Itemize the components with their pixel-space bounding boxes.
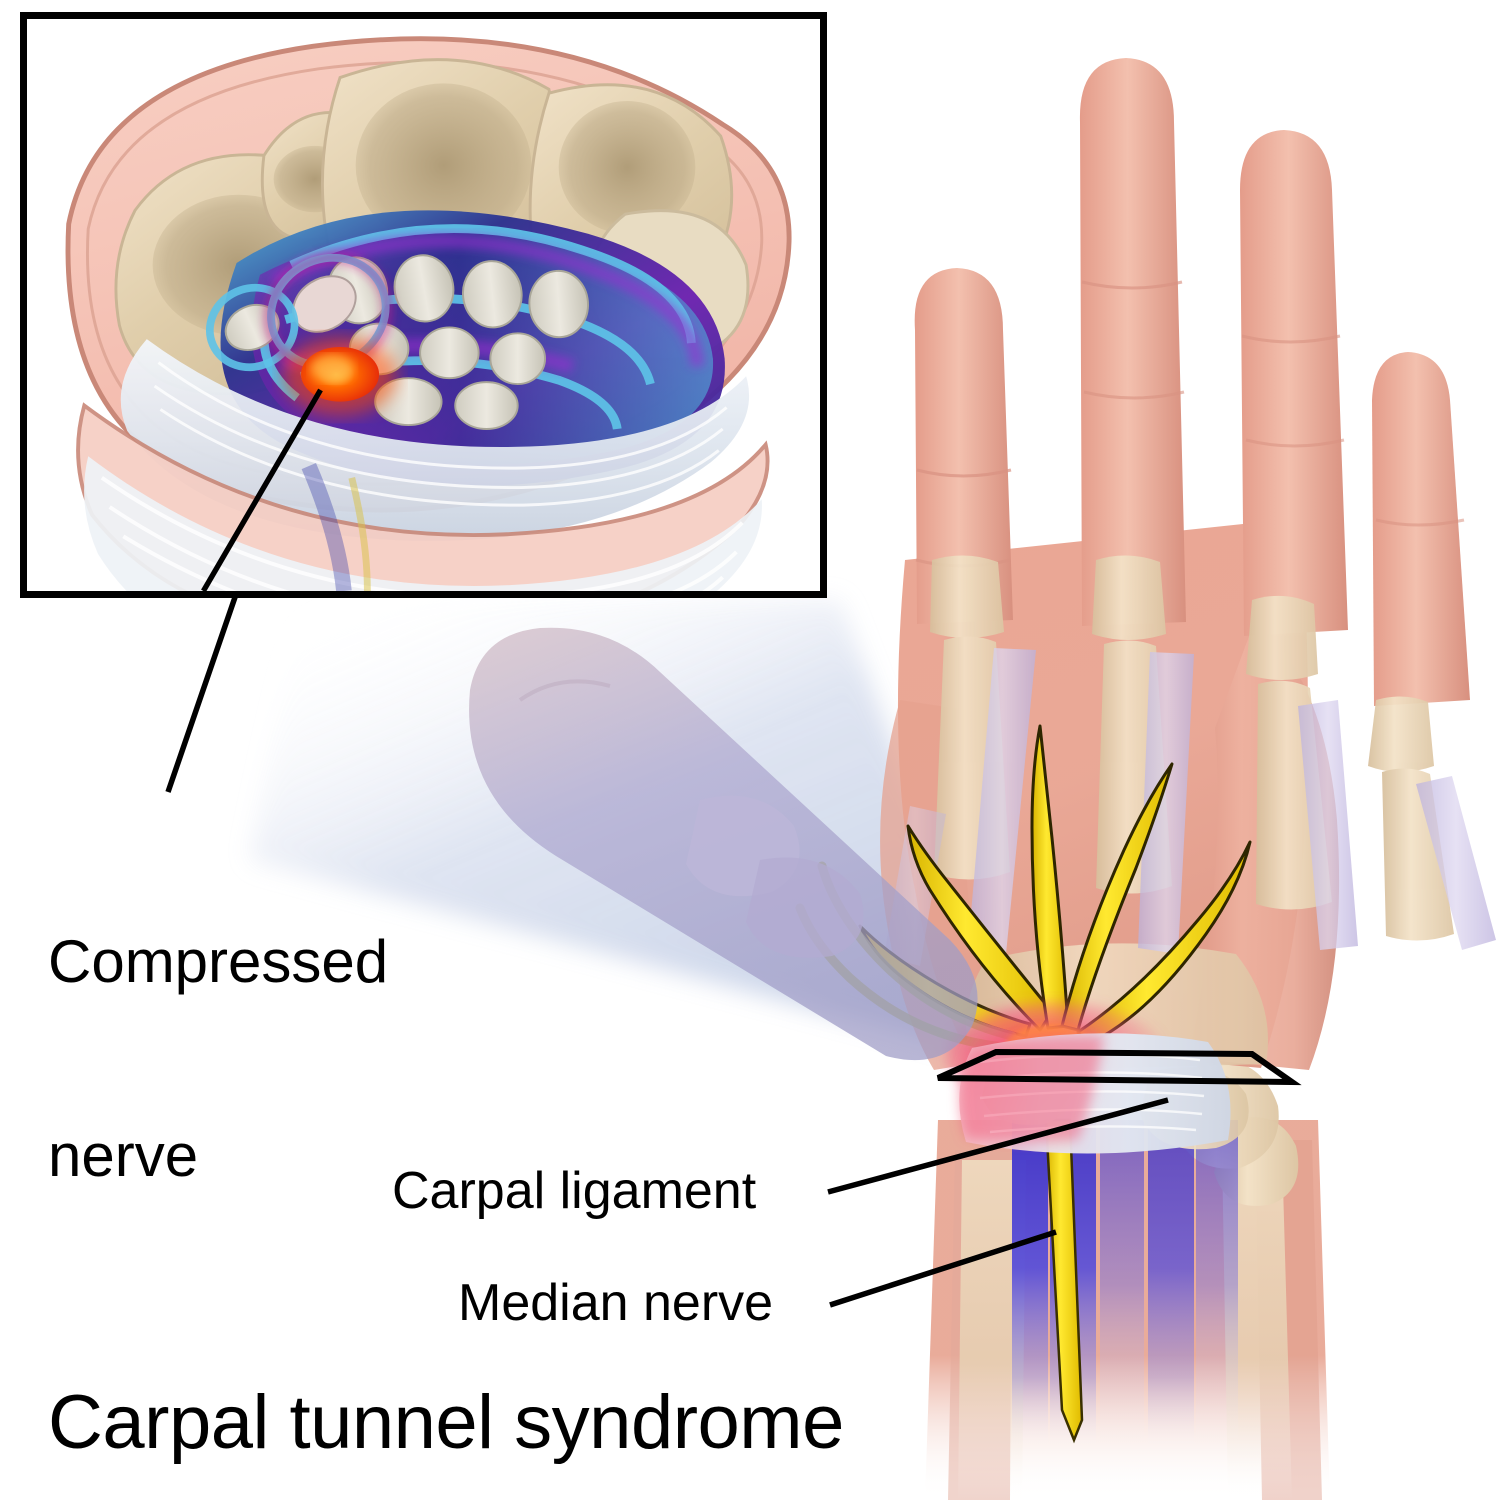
transverse-carpal-ligament	[959, 1033, 1231, 1154]
inset-frame-carpal-cross-section	[20, 12, 827, 598]
label-compressed-nerve-line1: Compressed	[48, 927, 389, 995]
leader-compressed-nerve-inset	[201, 388, 323, 591]
compressed-nerve	[283, 337, 397, 416]
page-title: Carpal tunnel syndrome	[48, 1380, 844, 1465]
leader-carpal-ligament	[827, 1097, 1169, 1195]
cut-plane-outline	[936, 1048, 1302, 1086]
fingers	[914, 58, 1470, 706]
little-finger	[1372, 352, 1470, 706]
label-median-nerve: Median nerve	[458, 1274, 774, 1332]
forearm-flexor-tendons	[1012, 1120, 1238, 1450]
label-compressed-nerve-line2: nerve	[48, 1121, 199, 1189]
label-compressed-nerve: Compressed nerve	[48, 800, 388, 1318]
ring-finger	[1240, 130, 1348, 636]
ulnar-vessels	[301, 462, 371, 591]
thumb	[469, 627, 978, 1061]
middle-finger	[1079, 58, 1186, 626]
transverse-carpal-ligament-inset	[120, 339, 750, 541]
subcutaneous-band	[76, 402, 770, 591]
index-finger	[914, 268, 1013, 624]
carpal-cross-section	[65, 36, 792, 591]
label-carpal-ligament: Carpal ligament	[392, 1162, 757, 1220]
leader-median-nerve	[829, 1229, 1057, 1308]
